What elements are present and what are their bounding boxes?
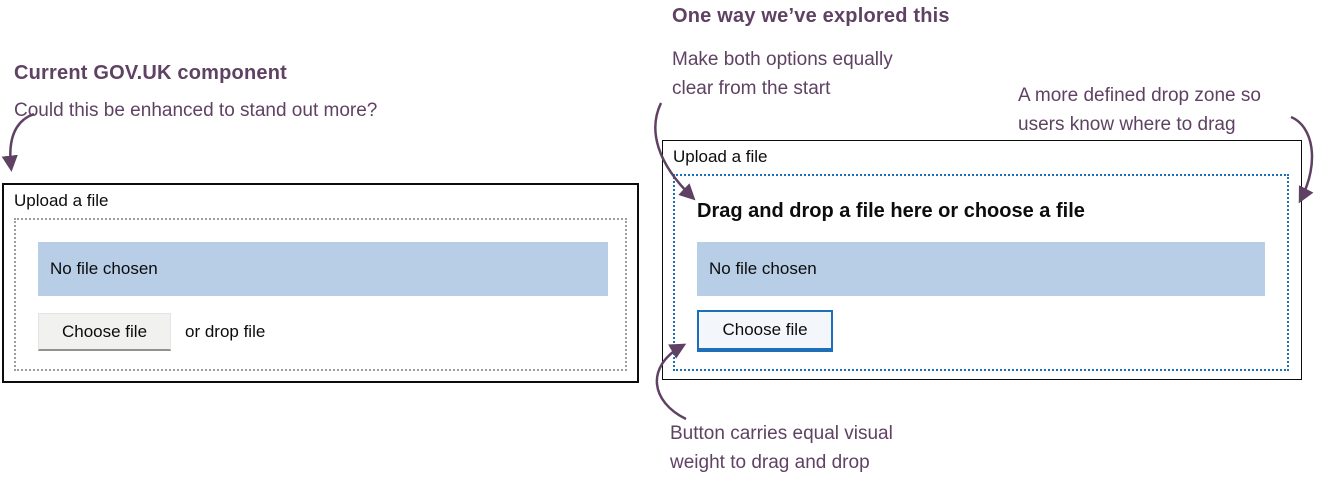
defined-drop-zone[interactable]: Drag and drop a file here or choose a fi… [673, 174, 1289, 371]
drop-file-hint: or drop file [185, 322, 266, 341]
right-panel-title: One way we’ve explored this [672, 5, 950, 27]
left-panel-title: Current GOV.UK component [14, 62, 287, 84]
left-panel-subtitle: Could this be enhanced to stand out more… [14, 100, 378, 121]
annotation-drop-zone: A more defined drop zone so users know w… [1018, 85, 1261, 135]
annotation-button-weight: Button carries equal visual weight to dr… [670, 423, 893, 473]
file-status-text: No file chosen [50, 259, 158, 278]
drop-area[interactable]: No file chosen Choose file or drop file [14, 218, 627, 371]
file-status-text: No file chosen [709, 259, 817, 278]
choose-file-button[interactable]: Choose file [38, 313, 171, 351]
explored-upload-component: Upload a file Drag and drop a file here … [662, 140, 1302, 380]
file-status-bar: No file chosen [38, 242, 608, 296]
file-status-bar: No file chosen [697, 242, 1265, 296]
upload-file-label: Upload a file [14, 191, 109, 210]
upload-file-label: Upload a file [673, 147, 768, 166]
annotation-equal-options: Make both options equally clear from the… [672, 49, 893, 99]
choose-file-button[interactable]: Choose file [697, 310, 833, 352]
drag-drop-heading: Drag and drop a file here or choose a fi… [697, 200, 1085, 222]
current-upload-component: Upload a file No file chosen Choose file… [2, 183, 639, 383]
